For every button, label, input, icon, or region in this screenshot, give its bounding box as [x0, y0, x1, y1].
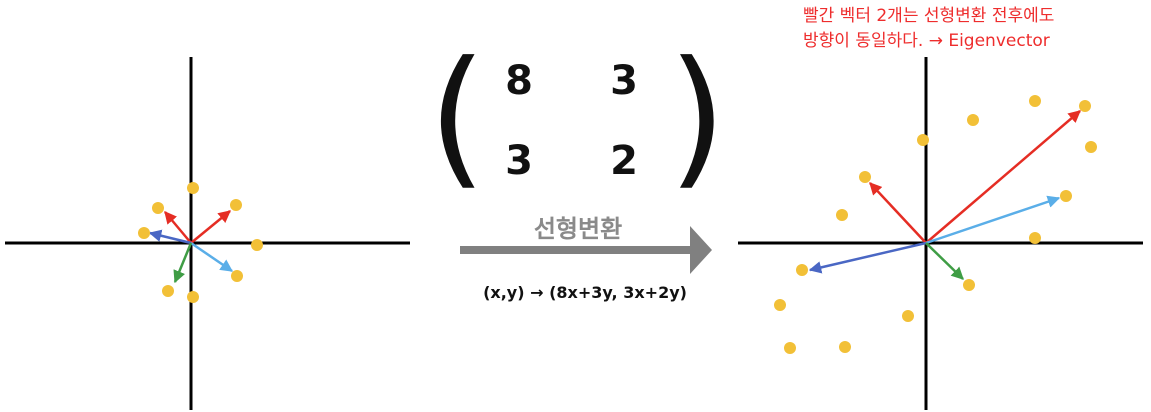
annotation-line-1: 빨간 벡터 2개는 선형변환 전후에도 — [803, 6, 1054, 26]
after-green-vector — [925, 242, 964, 280]
matrix-d: 2 — [610, 138, 638, 184]
before-red-vector-2 — [190, 210, 231, 244]
matrix-c: 3 — [505, 138, 533, 184]
transform-matrix: ( ) 8 3 3 2 — [428, 30, 727, 204]
eigenvector-annotation: 빨간 벡터 2개는 선형변환 전후에도 방향이 동일하다. → Eigenvec… — [803, 6, 1054, 51]
matrix-right-paren: ) — [668, 30, 727, 204]
after-light-blue-vector — [925, 195, 1061, 245]
after-dot — [902, 310, 914, 322]
before-dot — [187, 291, 199, 303]
before-dot — [231, 270, 243, 282]
matrix-left-paren: ( — [428, 30, 487, 204]
before-dot — [230, 199, 242, 211]
after-dot — [836, 209, 848, 221]
matrix-b: 3 — [610, 58, 638, 104]
before-red-vector-1 — [164, 211, 192, 244]
after-dot — [917, 134, 929, 146]
after-dot — [796, 264, 808, 276]
before-dark-blue-vector — [148, 229, 192, 245]
after-red-vector-1 — [869, 182, 927, 244]
before-dot — [162, 285, 174, 297]
after-dot — [839, 341, 851, 353]
after-dot — [784, 342, 796, 354]
after-red-vector-2 — [925, 110, 1081, 244]
before-dot — [152, 202, 164, 214]
transform-arrow-shaft — [460, 246, 692, 254]
before-light-blue-vector — [190, 241, 234, 273]
after-dot — [1029, 232, 1041, 244]
after-dot — [1060, 190, 1072, 202]
after-dot — [859, 171, 871, 183]
after-dot — [1029, 95, 1041, 107]
transform-formula: (x,y) → (8x+3y, 3x+2y) — [483, 283, 687, 302]
after-dark-blue-vector — [808, 241, 927, 274]
transform-label: 선형변환 — [534, 215, 622, 243]
annotation-line-2: 방향이 동일하다. → Eigenvector — [803, 31, 1050, 51]
after-plot — [738, 57, 1143, 410]
before-dot — [251, 239, 263, 251]
transform-arrow-group: 선형변환 (x,y) → (8x+3y, 3x+2y) — [460, 215, 712, 302]
matrix-a: 8 — [505, 58, 533, 104]
transform-arrow-head — [690, 226, 712, 274]
after-dot — [967, 114, 979, 126]
before-green-vector — [173, 242, 193, 284]
after-dot — [774, 299, 786, 311]
before-dot — [138, 227, 150, 239]
before-plot — [5, 57, 410, 410]
before-dot — [187, 182, 199, 194]
after-dot — [963, 279, 975, 291]
after-dot — [1079, 100, 1091, 112]
after-dot — [1085, 141, 1097, 153]
